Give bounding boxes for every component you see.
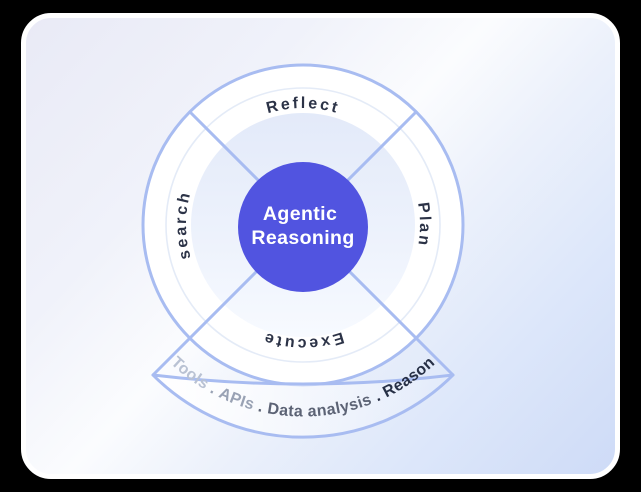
center-circle: [238, 162, 368, 292]
bottom-band-fill: [153, 375, 453, 438]
halo-circle: [165, 87, 441, 363]
bottom-band-outline: [151, 373, 455, 439]
quadrant-label-left: search: [173, 189, 195, 261]
center-title-line1: Agentic: [263, 203, 337, 225]
center-title-line2: Reasoning: [251, 227, 354, 249]
center-title-text: Agentic Reasoning: [251, 203, 354, 249]
quadrant-label-right: Plan: [414, 201, 433, 248]
